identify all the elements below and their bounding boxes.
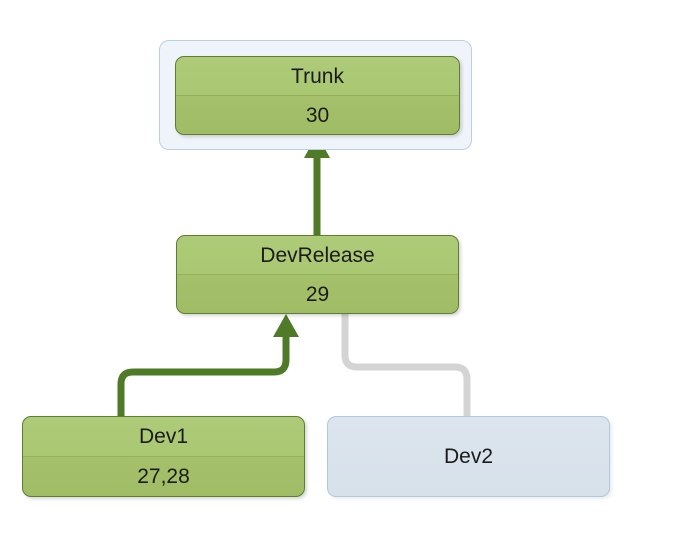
node-dev2[interactable]: Dev2 bbox=[327, 416, 610, 497]
node-devrelease-value: 29 bbox=[177, 274, 458, 313]
node-dev1-value: 27,28 bbox=[23, 456, 304, 496]
connector-dev1-to-devrelease bbox=[117, 334, 290, 416]
node-trunk[interactable]: Trunk 30 bbox=[175, 56, 460, 135]
node-trunk-title: Trunk bbox=[291, 64, 344, 88]
node-trunk-value: 30 bbox=[176, 95, 459, 134]
node-devrelease[interactable]: DevRelease 29 bbox=[176, 235, 459, 314]
connector-devrelease-to-dev2 bbox=[341, 314, 471, 416]
arrowhead-dev1-to-devrelease bbox=[273, 314, 299, 337]
node-dev1-title: Dev1 bbox=[138, 425, 189, 448]
node-dev2-title: Dev2 bbox=[443, 445, 494, 468]
node-dev1[interactable]: Dev1 27,28 bbox=[22, 416, 305, 497]
node-devrelease-title: DevRelease bbox=[260, 243, 375, 267]
